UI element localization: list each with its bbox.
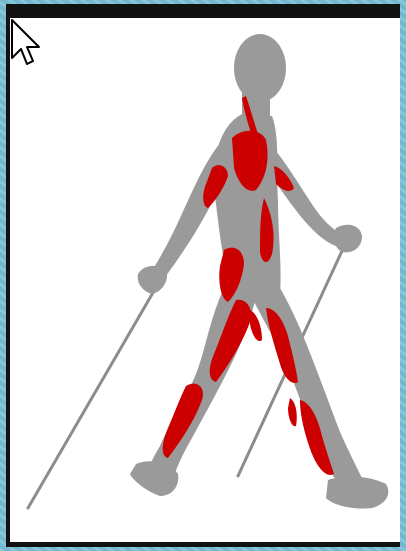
arrow-pointer-icon xyxy=(10,18,40,68)
walker-illustration xyxy=(10,18,400,542)
illustration-canvas xyxy=(10,18,400,542)
